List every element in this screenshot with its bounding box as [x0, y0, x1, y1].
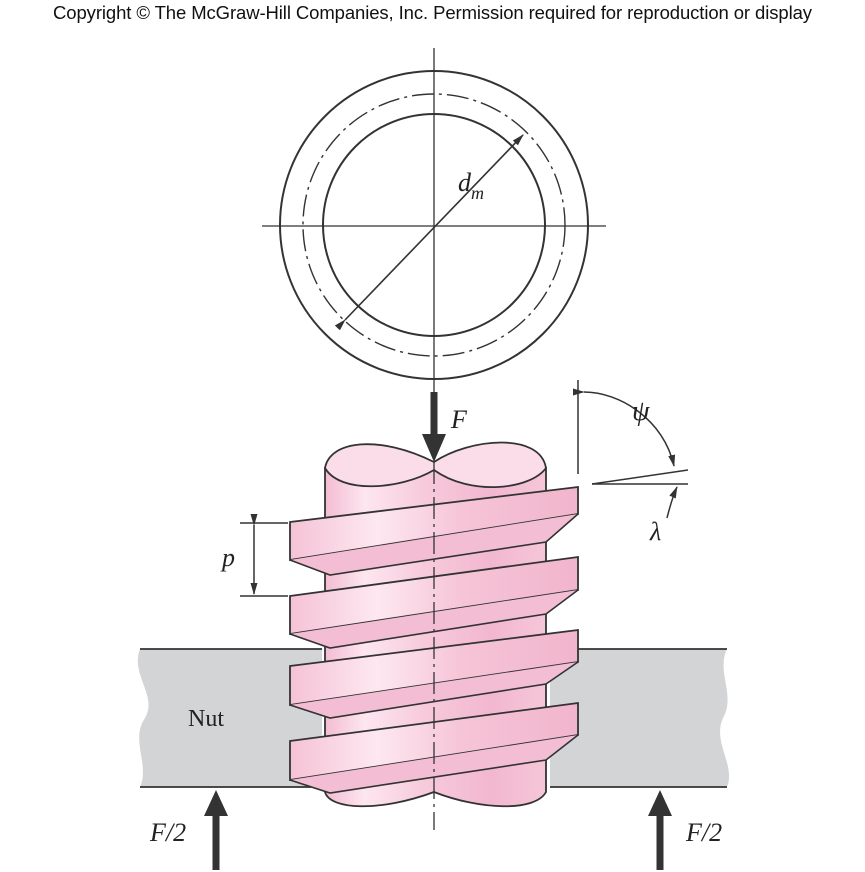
nut-right [550, 649, 730, 787]
force-label: F [450, 405, 468, 434]
reaction-right: F/2 [648, 790, 722, 870]
nut-label: Nut [188, 706, 224, 732]
force-arrow: F [422, 392, 468, 462]
lambda-arrow [666, 486, 678, 519]
end-view: dm [262, 48, 606, 394]
psi-arc [572, 388, 676, 467]
nut: Nut [137, 648, 730, 788]
lambda-helix-line [591, 469, 689, 485]
copyright-notice: Copyright © The McGraw-Hill Companies, I… [53, 2, 812, 23]
dm-dimension-line [334, 134, 524, 331]
psi-label: ψ [632, 396, 650, 427]
screw [289, 441, 579, 830]
pitch-label: p [220, 543, 235, 572]
nut-left [137, 649, 322, 787]
reaction-right-label: F/2 [685, 818, 722, 847]
reaction-left: F/2 [149, 790, 228, 870]
lambda-label: λ [649, 517, 661, 546]
screw-top-end [324, 441, 547, 488]
reaction-left-label: F/2 [149, 818, 186, 847]
dm-label: dm [458, 168, 484, 203]
angle-annotations: ψ λ [572, 380, 689, 546]
pitch-circle [302, 93, 566, 357]
pitch-dimension: p [220, 514, 288, 597]
